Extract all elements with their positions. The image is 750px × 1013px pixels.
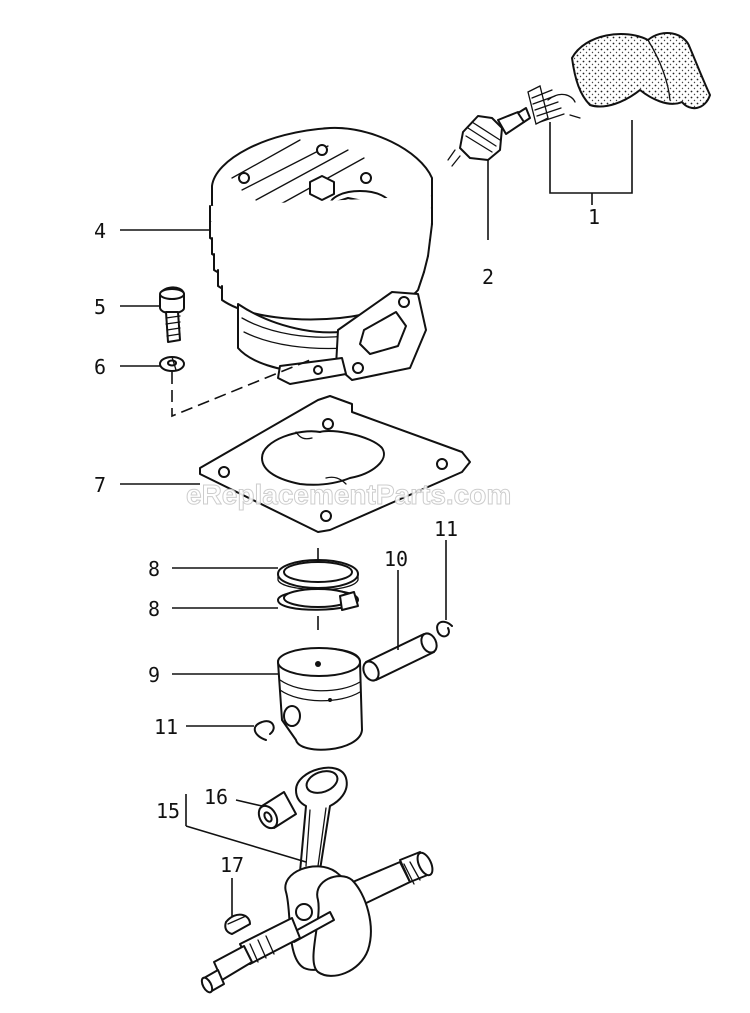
label-11b: 11 [154,715,178,739]
boot-spring [527,85,581,125]
circlip-left [253,720,275,741]
label-11a: 11 [434,517,458,541]
leader-1 [549,120,633,205]
watermark-text: eReplacementParts.com [186,479,511,510]
cylinder-gasket [199,395,471,533]
label-9: 9 [148,663,160,687]
bolt [159,286,185,343]
spark-plug-boot [571,32,711,110]
label-15: 15 [156,799,180,823]
label-4: 4 [94,219,106,243]
label-8b: 8 [148,597,160,621]
label-8a: 8 [148,557,160,581]
label-7: 7 [94,473,106,497]
connecting-rod [295,766,348,873]
piston [277,647,363,751]
circlip-right [436,620,453,638]
label-6: 6 [94,355,106,379]
leader-15 [185,794,307,863]
spark-plug [447,107,531,167]
needle-bearing [257,791,297,830]
label-17: 17 [220,853,244,877]
crankshaft [200,851,434,994]
label-10: 10 [384,547,408,571]
cylinder [209,126,433,385]
label-5: 5 [94,295,106,319]
leader-16 [235,799,263,807]
lock-washer [159,356,185,372]
bolt-axis-line [171,359,311,418]
piston-pin [362,632,438,682]
label-1: 1 [588,205,600,229]
piston-ring-upper [277,559,359,591]
piston-ring-lower [277,588,359,611]
label-2: 2 [482,265,494,289]
label-16: 16 [204,785,228,809]
woodruff-key [224,913,251,935]
